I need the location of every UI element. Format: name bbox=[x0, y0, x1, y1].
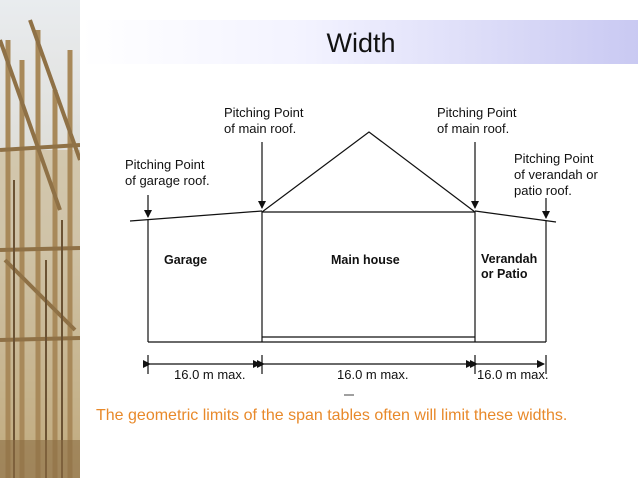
room-label-garage: Garage bbox=[164, 253, 208, 267]
timber-frame-photo bbox=[0, 0, 80, 478]
room-label-verandah: Verandah or Patio bbox=[481, 252, 538, 281]
slide-title: Width bbox=[326, 28, 396, 58]
slide-caption: The geometric limits of the span tables … bbox=[96, 407, 568, 424]
main-roof bbox=[261, 131, 476, 213]
dimension-label-garage: 16.0 m max. bbox=[174, 367, 246, 382]
pitch-label-main-left: Pitching Point of main roof. bbox=[224, 105, 304, 136]
pitch-label-verandah: Pitching Point of verandah or patio roof… bbox=[514, 151, 598, 198]
garage-roof bbox=[129, 210, 263, 222]
building-section-diagram bbox=[129, 131, 557, 396]
title-band bbox=[80, 20, 638, 64]
dimension-label-main-house: 16.0 m max. bbox=[337, 367, 409, 382]
pitch-label-main-right: Pitching Point of main roof. bbox=[437, 105, 517, 136]
room-label-main-house: Main house bbox=[331, 253, 400, 267]
dimension-label-verandah: 16.0 m max. bbox=[477, 367, 549, 382]
main-house-walls bbox=[261, 211, 476, 342]
verandah-roof bbox=[474, 210, 557, 223]
pitch-label-garage: Pitching Point of garage roof. bbox=[125, 157, 210, 188]
